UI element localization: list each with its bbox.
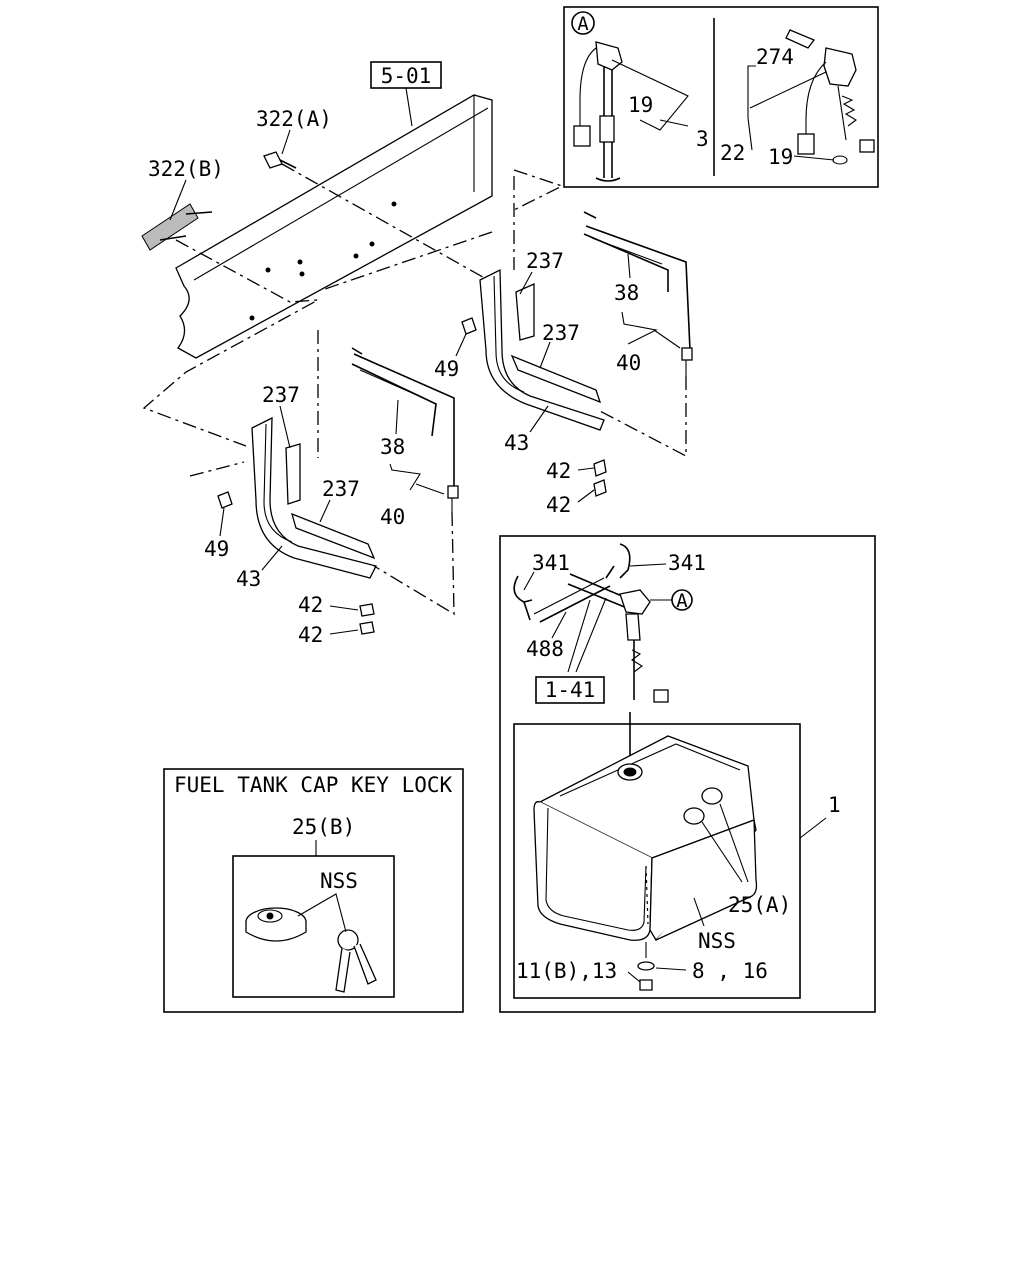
bolt-322a: [263, 151, 297, 169]
ref-5-01: 5-01: [381, 64, 432, 88]
label-322b: 322(B): [148, 157, 224, 181]
bracket-assembly-right: [479, 225, 693, 431]
label-49-left: 49: [204, 537, 229, 561]
label-19-top: 19: [628, 93, 653, 117]
label-49-right: 49: [434, 357, 459, 381]
label-488: 488: [526, 637, 564, 661]
nut-49-left: [217, 491, 233, 509]
label-40-right: 40: [616, 351, 641, 375]
label-22: 22: [720, 141, 745, 165]
label-237-r2: 237: [542, 321, 580, 345]
fuel-sender-unit: [573, 41, 623, 182]
label-322a: 322(A): [256, 107, 332, 131]
clip-341-right: [605, 543, 631, 579]
nuts-42-left: [359, 603, 375, 635]
key-lock-title: FUEL TANK CAP KEY LOCK: [174, 773, 453, 797]
label-43-left: 43: [236, 567, 261, 591]
inset-a-marker: A: [577, 13, 589, 35]
nuts-42-right: [593, 459, 607, 497]
label-341-right: 341: [668, 551, 706, 575]
bolt-322b-plate: [141, 203, 213, 251]
label-42-r2: 42: [546, 493, 571, 517]
label-237-r1: 237: [526, 249, 564, 273]
label-42-r1: 42: [546, 459, 571, 483]
label-237-l1: 237: [262, 383, 300, 407]
label-43-right: 43: [504, 431, 529, 455]
label-237-l2: 237: [322, 477, 360, 501]
label-25b: 25(B): [292, 815, 355, 839]
label-nss-tank: NSS: [698, 929, 736, 953]
label-42-l1: 42: [298, 593, 323, 617]
label-38-right: 38: [614, 281, 639, 305]
label-38-left: 38: [380, 435, 405, 459]
circle-a-tank: A: [676, 590, 688, 612]
drain-plug: [637, 961, 655, 991]
fuel-sender-harness: [533, 573, 669, 703]
label-8-16: 8 , 16: [692, 959, 768, 983]
inset-a-panel: A 19 3 274 22 19: [563, 6, 879, 188]
frame-rail: [175, 94, 493, 359]
label-tank-1: 1: [828, 793, 841, 817]
keys: [335, 929, 377, 993]
label-40-left: 40: [380, 505, 405, 529]
tank-panel: 341 341 A 488 1-41: [499, 535, 876, 1013]
label-42-l2: 42: [298, 623, 323, 647]
label-274: 274: [756, 45, 794, 69]
clip-341-left: [513, 575, 533, 621]
label-3: 3: [696, 127, 709, 151]
nut-49-right: [461, 317, 477, 335]
label-341-left: 341: [532, 551, 570, 575]
fuel-cap-lock: [245, 907, 307, 942]
fuel-sender-unit-exploded: [785, 29, 875, 165]
ref-1-41: 1-41: [545, 678, 596, 702]
label-25a: 25(A): [728, 893, 791, 917]
fuel-tank: [533, 735, 758, 942]
label-nss-key: NSS: [320, 869, 358, 893]
label-11b-13: 11(B),13: [516, 959, 617, 983]
label-19-bottom: 19: [768, 145, 793, 169]
bracket-assembly-left: [251, 353, 459, 579]
key-lock-panel: FUEL TANK CAP KEY LOCK 25(B) NSS: [163, 768, 464, 1013]
